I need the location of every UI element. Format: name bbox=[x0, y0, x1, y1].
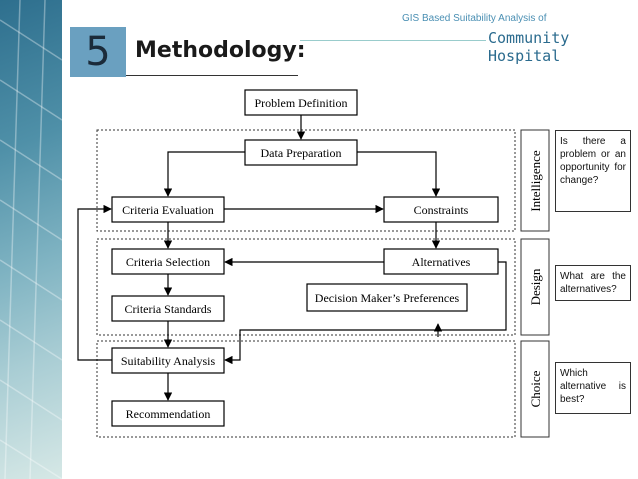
label-problem-definition: Problem Definition bbox=[255, 96, 348, 110]
design-phase-frame bbox=[96, 238, 516, 336]
node-alternatives bbox=[383, 248, 499, 275]
design-phase-box bbox=[520, 238, 550, 336]
arrow-data-to-criteria-evaluation bbox=[163, 151, 245, 197]
node-suitability-analysis bbox=[111, 347, 225, 374]
node-criteria-evaluation bbox=[111, 196, 225, 223]
label-data-preparation: Data Preparation bbox=[261, 146, 342, 160]
node-decision-makers-preferences bbox=[306, 283, 468, 312]
choice-phase-frame bbox=[96, 340, 516, 438]
intelligence-phase-frame bbox=[96, 129, 516, 232]
label-constraints: Constraints bbox=[414, 203, 469, 217]
map-streets-graphic bbox=[0, 0, 62, 479]
header-project: Community Hospital bbox=[488, 29, 570, 65]
label-recommendation: Recommendation bbox=[126, 407, 211, 421]
header-divider bbox=[300, 40, 486, 41]
label-suitability-analysis: Suitability Analysis bbox=[121, 354, 216, 368]
arrow-alternatives-to-suitability bbox=[224, 261, 507, 365]
label-decision-makers-preferences: Decision Maker’s Preferences bbox=[315, 291, 460, 305]
question-choice: Which alternative is best? bbox=[555, 362, 631, 414]
question-intelligence: Is there a problem or an opportunity for… bbox=[555, 130, 631, 212]
intelligence-phase-box bbox=[520, 129, 550, 232]
label-alternatives: Alternatives bbox=[412, 255, 471, 269]
map-background-strip bbox=[0, 0, 62, 479]
title-underline bbox=[126, 75, 298, 76]
design-phase-label: Design bbox=[528, 268, 543, 305]
question-design: What are the alternatives? bbox=[555, 265, 631, 301]
choice-phase-label: Choice bbox=[528, 370, 543, 407]
label-criteria-evaluation: Criteria Evaluation bbox=[122, 203, 214, 217]
slide-title: Methodology: bbox=[135, 38, 306, 63]
header-subtitle: GIS Based Suitability Analysis of bbox=[402, 13, 547, 24]
node-criteria-selection bbox=[111, 248, 225, 275]
label-criteria-standards: Criteria Standards bbox=[125, 302, 212, 316]
label-criteria-selection: Criteria Selection bbox=[126, 255, 210, 269]
node-data-preparation bbox=[244, 139, 358, 166]
choice-phase-box bbox=[520, 340, 550, 438]
arrow-data-to-constraints bbox=[357, 151, 441, 197]
slide-number: 5 bbox=[70, 27, 126, 77]
intelligence-phase-label: Intelligence bbox=[528, 150, 543, 212]
node-constraints bbox=[383, 196, 499, 223]
node-recommendation bbox=[111, 400, 225, 427]
arrow-feedback-loop bbox=[77, 204, 112, 361]
